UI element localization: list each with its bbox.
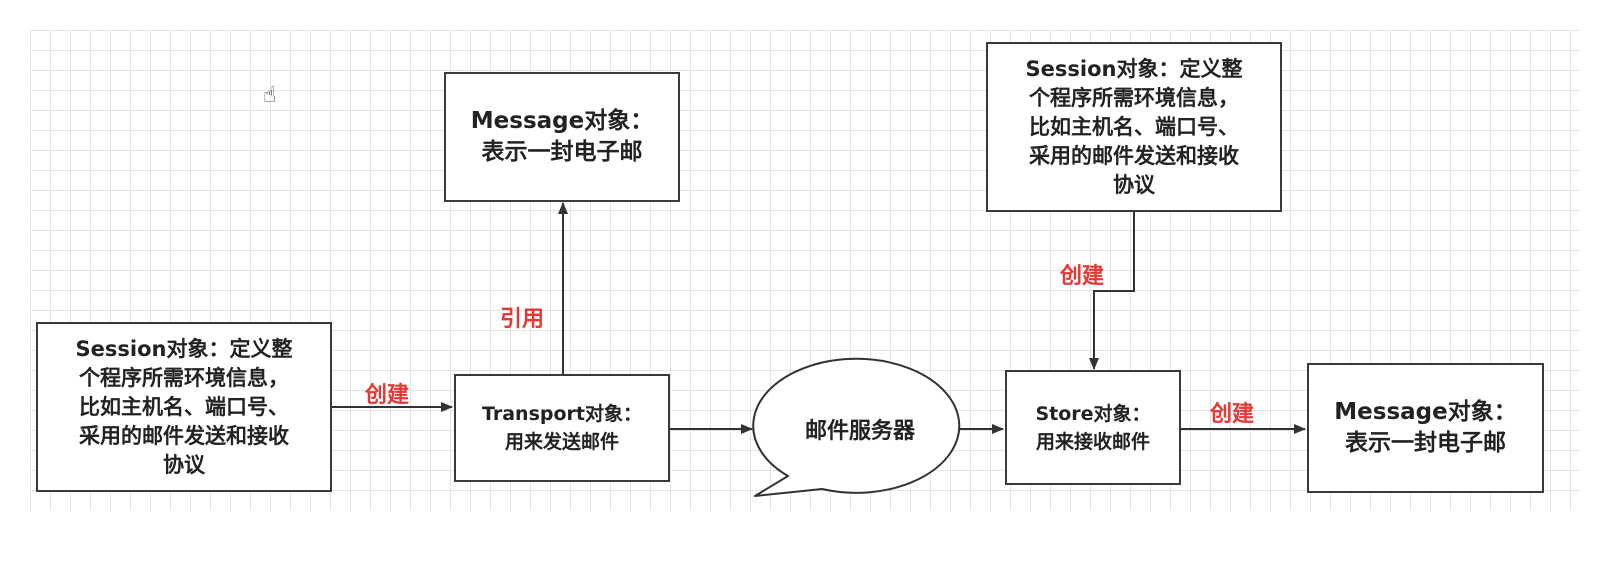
edge-label-reference: 引用: [500, 307, 545, 332]
message-object-box-top: Message对象： 表示一封电子邮: [444, 72, 680, 202]
node-text-line: 采用的邮件发送和接收: [78, 423, 289, 448]
mail-server-label: 邮件服务器: [804, 419, 915, 444]
node-text-line: 个程序所需环境信息，: [1028, 85, 1239, 110]
node-text-line: 协议: [1112, 172, 1155, 197]
edge-label-create: 创建: [365, 383, 410, 408]
node-text-line: 比如主机名、端口号、: [1028, 114, 1239, 139]
store-object-box: Store对象： 用来接收邮件: [1005, 370, 1181, 485]
node-text-line: 采用的邮件发送和接收: [1028, 143, 1239, 168]
node-text-line: Message对象：: [470, 108, 654, 134]
edge-session-to-store: [1089, 212, 1135, 370]
node-text-line: 个程序所需环境信息，: [78, 365, 289, 390]
session-object-box-right: Session对象：定义整 个程序所需环境信息， 比如主机名、端口号、 采用的邮…: [986, 42, 1282, 212]
node-text-line: Store对象：: [1035, 402, 1151, 425]
node-text-line: 协议: [162, 452, 205, 477]
message-object-box-right: Message对象： 表示一封电子邮: [1307, 363, 1544, 493]
node-text-line: 用来接收邮件: [1035, 430, 1150, 453]
session-object-box-left: Session对象：定义整 个程序所需环境信息， 比如主机名、端口号、 采用的邮…: [36, 322, 332, 492]
node-text-line: Message对象：: [1334, 399, 1517, 425]
node-text-line: Session对象：定义整: [75, 336, 293, 361]
edge-label-create: 创建: [1060, 264, 1105, 289]
transport-object-box: Transport对象： 用来发送邮件: [454, 374, 670, 482]
node-text-line: 比如主机名、端口号、: [78, 394, 289, 419]
hand-pointer-icon: ☝: [263, 83, 277, 108]
node-text-line: 表示一封电子邮: [1344, 430, 1506, 456]
node-text-line: Transport对象：: [481, 403, 642, 425]
node-text-line: 表示一封电子邮: [481, 139, 643, 165]
edge-label-create: 创建: [1210, 402, 1255, 427]
node-text-line: Session对象：定义整: [1025, 56, 1243, 81]
mail-server-bubble: [752, 357, 961, 497]
node-text-line: 用来发送邮件: [504, 431, 619, 453]
